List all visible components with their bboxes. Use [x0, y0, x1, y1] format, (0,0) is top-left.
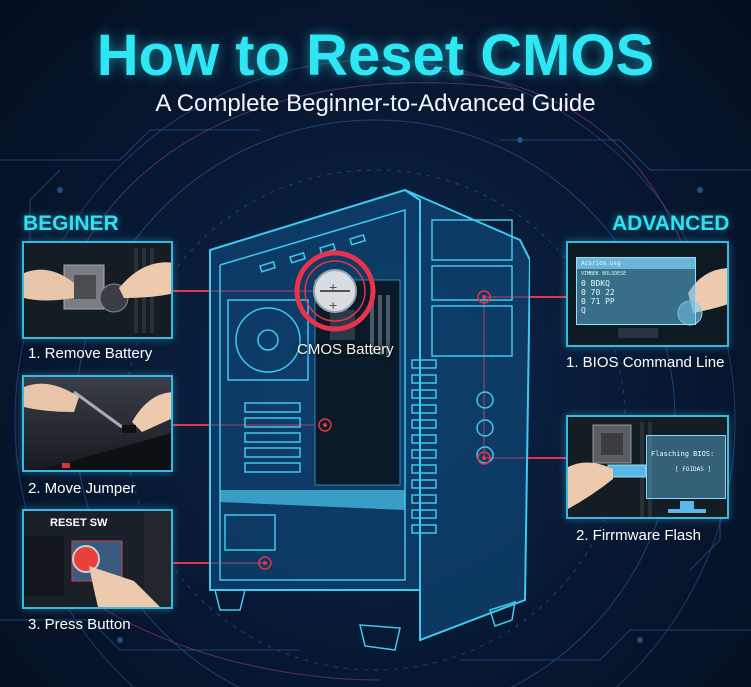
bios-line: Q: [581, 306, 586, 315]
battery-plus-bottom: +: [329, 297, 338, 313]
step-label-move-jumper: 2. Move Jumper: [28, 480, 136, 497]
card-bios-command-line[interactable]: Acorios.usg VIMBEK BOLSDESE 0 BDKQ 0 70 …: [566, 241, 729, 347]
pc-case-illustration: [209, 188, 530, 651]
tweezers-jumper-icon: [24, 377, 171, 470]
card-remove-battery[interactable]: [22, 241, 173, 339]
flash-panel-text: Flasching BIOS:: [651, 450, 715, 458]
beginner-heading: BEGINER: [23, 212, 119, 235]
flash-panel-status: [ FOIDAS ]: [675, 466, 712, 473]
hands-removing-battery-icon: [24, 243, 171, 337]
step-label-press-button: 3. Press Button: [28, 616, 131, 633]
bios-terminal-icon: Acorios.usg VIMBEK BOLSDESE 0 BDKQ 0 70 …: [576, 257, 696, 325]
advanced-heading: ADVANCED: [612, 212, 730, 235]
reset-sw-label: RESET SW: [50, 517, 108, 529]
card-press-button[interactable]: RESET SW: [22, 509, 173, 609]
finger-press-button-icon: [24, 511, 171, 607]
bios-line: 0 BDKQ: [581, 279, 610, 288]
step-label-remove-battery: 1. Remove Battery: [28, 345, 153, 362]
page-subtitle: A Complete Beginner-to-Advanced Guide: [155, 90, 596, 117]
page-title: How to Reset CMOS: [96, 23, 655, 88]
battery-plus-top: +: [329, 279, 338, 295]
bios-line: 0 71 PP: [581, 297, 615, 306]
card-move-jumper[interactable]: [22, 375, 173, 472]
usb-flash-monitor-icon: [568, 417, 727, 517]
bios-line: 0 70 22: [581, 288, 615, 297]
step-label-bios-command-line: 1. BIOS Command Line: [566, 354, 725, 371]
cmos-battery-label: CMOS Battery: [297, 341, 394, 358]
step-label-firmware-flash: 2. Firrmware Flash: [576, 527, 702, 544]
bios-panel-title: Acorios.usg: [577, 258, 695, 269]
flash-monitor-panel: Flasching BIOS: [ FOIDAS ]: [646, 435, 726, 499]
card-firmware-flash[interactable]: Flasching BIOS: [ FOIDAS ]: [566, 415, 729, 519]
bios-panel-subtitle: VIMBEK BOLSDESE: [581, 271, 627, 277]
